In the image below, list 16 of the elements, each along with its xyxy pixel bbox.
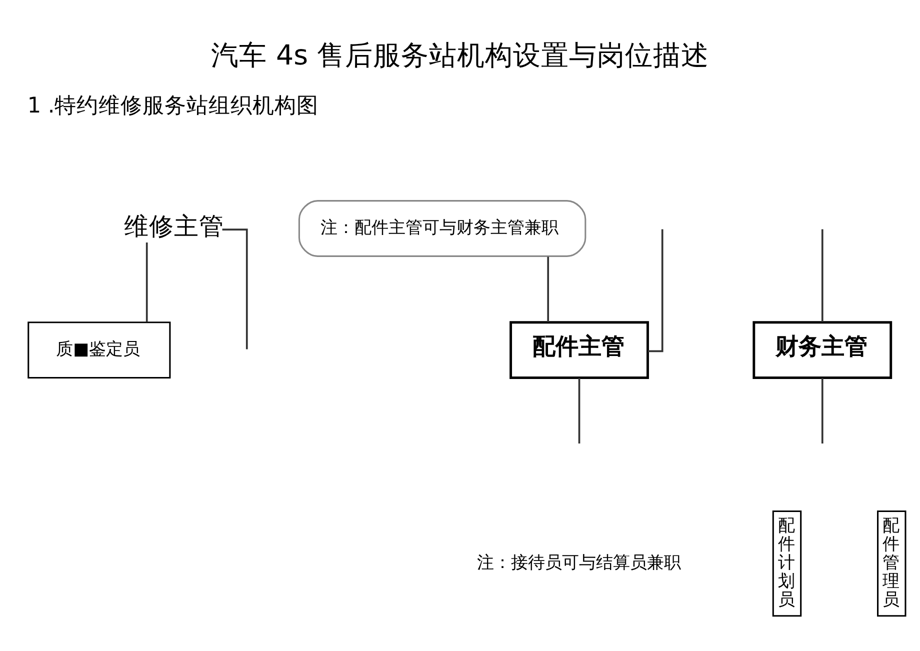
node-box: 注：配件主管可与财务主管兼职 (298, 200, 586, 256)
node-box: 配件计划员 (772, 510, 802, 616)
node-box: 配件主管 (510, 320, 649, 378)
node-text: 维修主管 (124, 210, 224, 240)
diagram-title: 汽车 4s 售后服务站机构设置与岗位描述 (211, 38, 709, 71)
connector (578, 377, 580, 443)
node-box: 配件管理员 (877, 510, 906, 616)
connector (821, 377, 824, 443)
label: 注：接待员可与结算员兼职 (477, 551, 682, 572)
connector (547, 256, 550, 322)
connector (222, 228, 248, 349)
connector (146, 242, 148, 322)
node-box: 质■鉴定员 (28, 321, 171, 378)
label: 1 .特约维修服务站组织机构图 (27, 93, 319, 118)
connector (821, 228, 824, 322)
node-box: 财务主管 (752, 320, 892, 378)
